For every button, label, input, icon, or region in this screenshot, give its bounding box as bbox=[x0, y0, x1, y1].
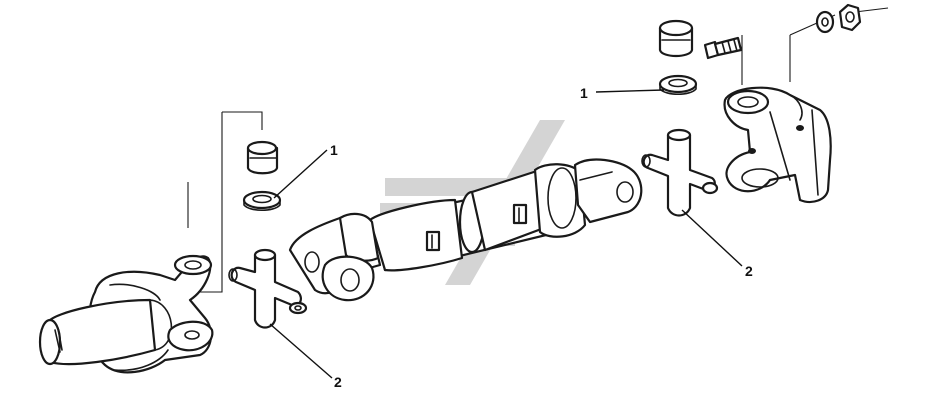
callout-right-2: 2 bbox=[745, 263, 753, 279]
right-bearing-cap bbox=[658, 19, 694, 58]
lock-washer bbox=[815, 10, 835, 34]
right-universal-joint-cross bbox=[641, 128, 719, 217]
leader-right-2 bbox=[681, 209, 743, 267]
callout-left-1: 1 bbox=[330, 142, 338, 158]
left-bearing-cap bbox=[246, 140, 279, 175]
center-driveshaft bbox=[288, 158, 643, 302]
leader-right-1 bbox=[595, 89, 665, 93]
left-universal-joint-cross bbox=[228, 248, 308, 329]
leader-left-1 bbox=[273, 149, 328, 199]
hex-nut bbox=[838, 3, 862, 32]
flange-bolt bbox=[703, 36, 743, 60]
leader-left-2 bbox=[269, 323, 333, 379]
left-seal-washer bbox=[242, 190, 282, 212]
right-seal-washer bbox=[658, 74, 698, 96]
splined-slip-yoke bbox=[38, 254, 214, 374]
callout-left-2: 2 bbox=[334, 374, 342, 390]
flange-yoke bbox=[723, 86, 832, 204]
callout-leaders bbox=[269, 89, 743, 379]
callout-right-1: 1 bbox=[580, 85, 588, 101]
